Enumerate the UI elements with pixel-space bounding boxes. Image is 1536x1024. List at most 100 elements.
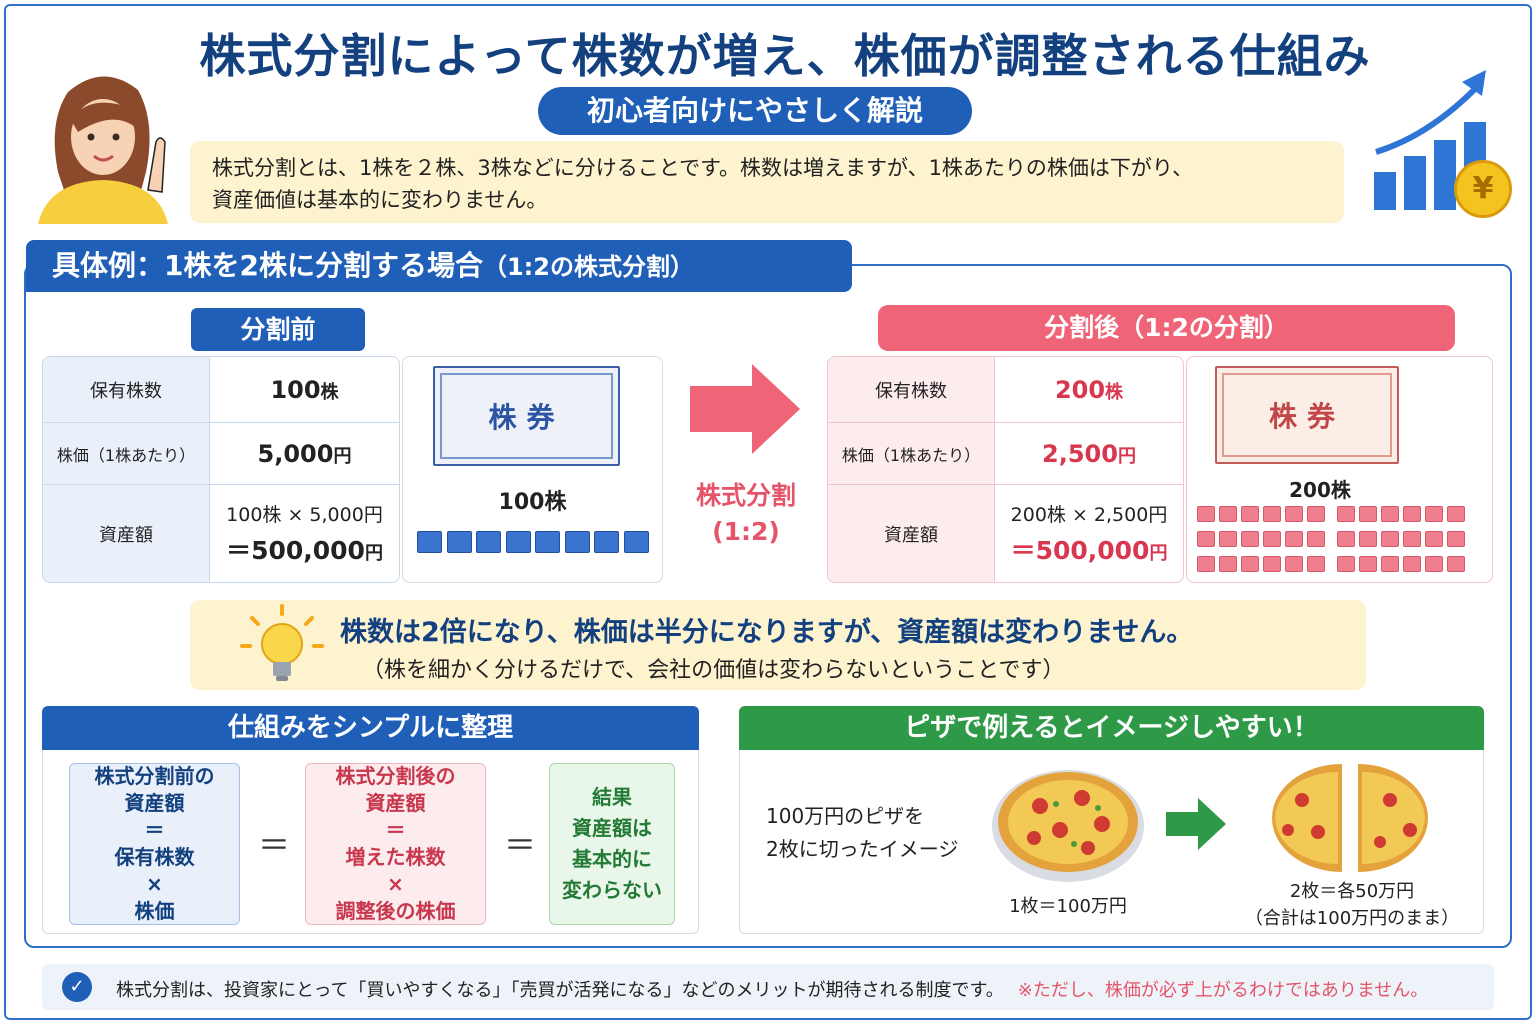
after-count-label: 200株 <box>1289 478 1351 502</box>
after-asset-unit: 円 <box>1149 543 1168 564</box>
share-block <box>1219 556 1237 572</box>
before-price-label: 株価（1株あたり） <box>43 423 210 485</box>
pizza-text: 100万円のピザを 2枚に切ったイメージ <box>766 800 958 866</box>
formula-after: 株式分割後の 資産額 ＝ 増えた株数 × 調整後の株価 <box>305 763 486 925</box>
share-block <box>1381 556 1399 572</box>
share-block <box>1263 556 1281 572</box>
yen-coin-icon: ¥ <box>1454 160 1512 218</box>
share-block <box>1197 506 1215 522</box>
formula-after-line: 増えた株数 <box>345 845 446 869</box>
after-asset-label: 資産額 <box>828 485 995 582</box>
share-block <box>1425 506 1443 522</box>
before-shares-unit: 株 <box>320 381 339 403</box>
split-arrow-label-line2: (1:2) <box>712 517 780 546</box>
formula-after-line: × <box>387 872 404 896</box>
pizza-heading: ピザで例えるとイメージしやすい！ <box>739 706 1484 750</box>
formula-result: 結果 資産額は 基本的に 変わらない <box>549 763 675 925</box>
tip-sub-text: （株を細かく分けるだけで、会社の価値は変わらないということです） <box>362 658 1065 683</box>
share-block <box>1263 531 1281 547</box>
before-price-number: 5,000 <box>257 439 334 468</box>
split-pizza-icon <box>1272 764 1428 872</box>
after-shares-label: 保有株数 <box>828 357 995 423</box>
formula-result-line: 変わらない <box>562 878 662 902</box>
share-block <box>1241 531 1259 547</box>
before-asset-formula: 100株 × 5,000円 <box>226 504 383 526</box>
share-block <box>1285 506 1303 522</box>
share-block <box>1337 556 1355 572</box>
share-block <box>1219 506 1237 522</box>
formula-before-line: × <box>146 872 163 896</box>
formula-before-line: 株式分割前の <box>94 764 215 788</box>
before-asset-label: 資産額 <box>43 485 210 582</box>
formula-after-line: 株式分割後の <box>335 764 456 788</box>
woman-pointing-illustration <box>38 76 168 224</box>
share-block <box>1381 531 1399 547</box>
share-block <box>1447 556 1465 572</box>
equals-sign: ＝ <box>258 826 291 864</box>
after-label: 分割後（1:2の分割） <box>878 305 1455 351</box>
formula-before-line: 資産額 <box>124 791 185 815</box>
footer-bar <box>42 964 1494 1010</box>
before-table: 保有株数 100株 株価（1株あたり） 5,000円 資産額 100株 × 5,… <box>42 356 400 583</box>
share-block <box>1425 531 1443 547</box>
after-price-unit: 円 <box>1117 445 1136 467</box>
formula-result-line: 結果 <box>592 785 632 809</box>
share-block <box>535 531 560 553</box>
share-block <box>1219 531 1237 547</box>
before-asset-value: 100株 × 5,000円 ＝500,000円 <box>210 485 399 582</box>
pizza-text-line1: 100万円のピザを <box>766 804 925 828</box>
share-block <box>1285 531 1303 547</box>
formula-before-line: 株価 <box>134 899 175 923</box>
footer-text: 株式分割は、投資家にとって「買いやすくなる」「売買が活発になる」などのメリットが… <box>116 976 1428 1002</box>
share-block <box>446 531 472 553</box>
after-price-value: 2,500円 <box>995 423 1183 485</box>
after-certificate: 株券 <box>1215 366 1399 464</box>
share-block <box>1403 506 1421 522</box>
before-shares-value: 100株 <box>210 357 399 423</box>
before-asset-unit: 円 <box>364 543 383 564</box>
tip-main-text: 株数は2倍になり、株価は半分になりますが、資産額は変わりません。 <box>340 617 1194 648</box>
share-block <box>1359 556 1377 572</box>
before-price-value: 5,000円 <box>210 423 399 485</box>
example-heading-text: 具体例：1株を2株に分割する場合 <box>52 249 483 282</box>
share-block <box>1307 506 1325 522</box>
share-block <box>1403 531 1421 547</box>
example-heading-suffix: （1:2の株式分割） <box>482 253 694 281</box>
before-asset-number: ＝500,000 <box>226 536 365 565</box>
formula-result-line: 資産額は <box>572 816 652 840</box>
pizza-text-line2: 2枚に切ったイメージ <box>766 837 959 861</box>
split-arrow-label: 株式分割 (1:2) <box>676 478 816 550</box>
formula-after-line: ＝ <box>385 818 406 842</box>
after-asset-formula: 200株 × 2,500円 <box>1010 504 1168 526</box>
example-heading: 具体例：1株を2株に分割する場合（1:2の株式分割） <box>26 240 852 292</box>
share-block <box>417 531 442 553</box>
intro-box: 株式分割とは、1株を２株、3株などに分けることです。株数は増えますが、1株あたり… <box>190 141 1344 223</box>
share-block <box>594 531 619 553</box>
formula-before-line: 保有株数 <box>114 845 195 869</box>
after-asset-number: ＝500,000 <box>1010 536 1150 565</box>
share-block <box>1447 531 1465 547</box>
check-icon: ✓ <box>62 972 92 1002</box>
mechanism-heading: 仕組みをシンプルに整理 <box>42 706 699 750</box>
share-block <box>1381 506 1399 522</box>
footer-note: ※ただし、株価が必ず上がるわけではありません。 <box>1017 980 1429 1001</box>
share-block <box>1197 531 1215 547</box>
share-block <box>564 531 590 553</box>
intro-line-2: 資産価値は基本的に変わりません。 <box>212 188 548 212</box>
after-price-label: 株価（1株あたり） <box>828 423 995 485</box>
before-shares-label: 保有株数 <box>43 357 210 423</box>
share-block <box>1241 506 1259 522</box>
share-block <box>1197 556 1215 572</box>
share-block <box>1359 531 1377 547</box>
formula-before-line: ＝ <box>144 818 165 842</box>
share-block <box>1447 506 1465 522</box>
after-shares-number: 200 <box>1054 375 1106 404</box>
share-block <box>1241 556 1259 572</box>
formula-after-line: 調整後の株価 <box>335 899 456 923</box>
share-block <box>505 531 531 553</box>
lightbulb-icon <box>240 604 324 681</box>
footer-main-text: 株式分割は、投資家にとって「買いやすくなる」「売買が活発になる」などのメリットが… <box>116 980 1004 1001</box>
pizza-arrow-icon <box>1166 798 1226 850</box>
after-asset-value: 200株 × 2,500円 ＝500,000円 <box>995 485 1183 582</box>
pizza-caption-left: 1枚＝100万円 <box>1009 896 1127 917</box>
